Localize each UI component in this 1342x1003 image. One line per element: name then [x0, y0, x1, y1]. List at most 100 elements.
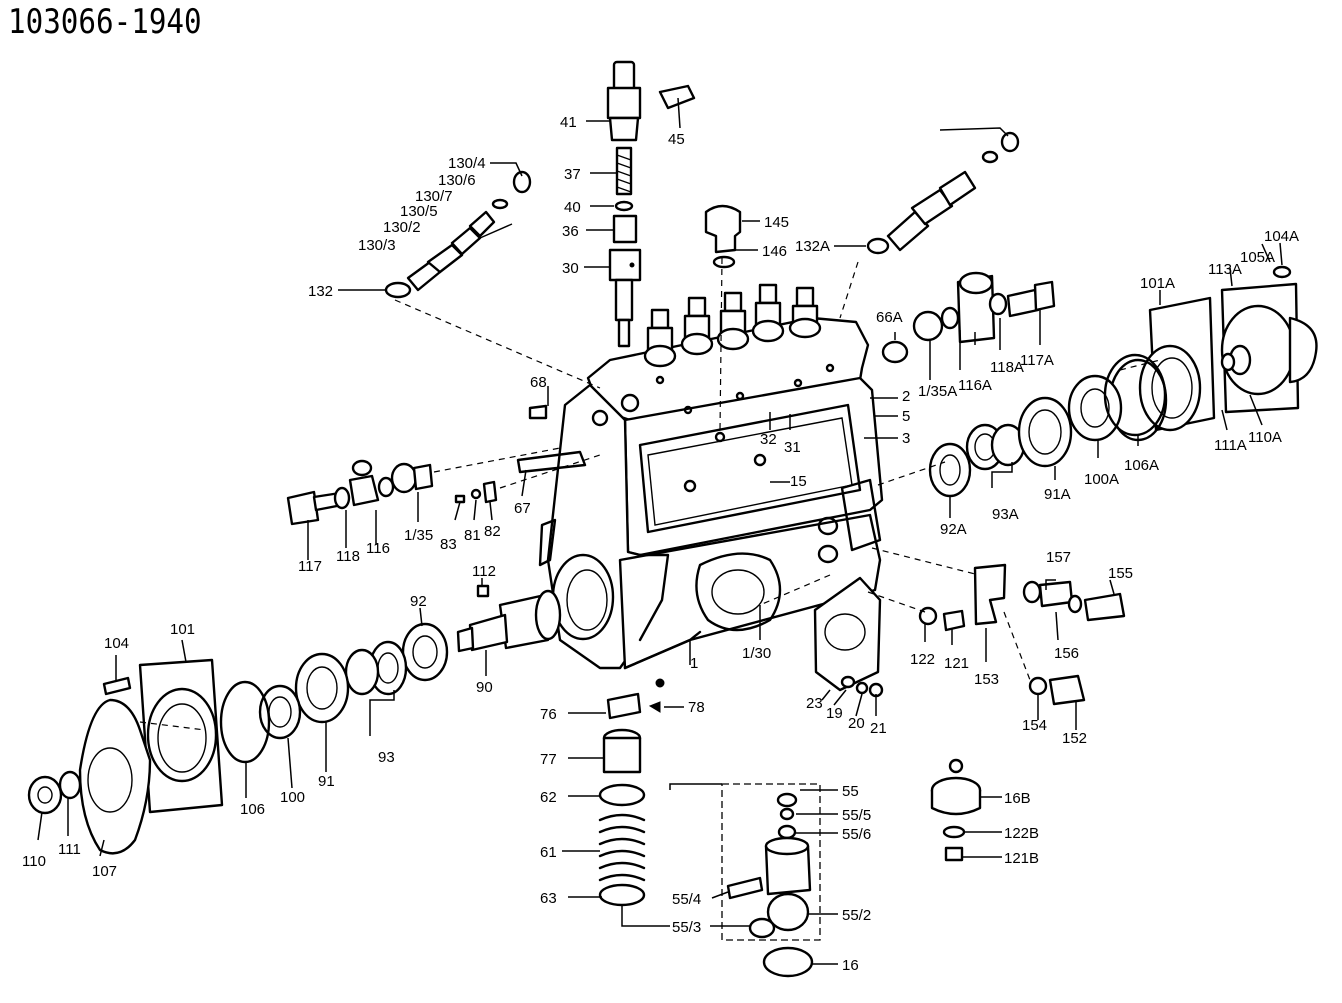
label-106a: 106A — [1124, 457, 1159, 474]
label-154: 154 — [1022, 717, 1047, 734]
label-101: 101 — [170, 621, 195, 638]
label-62: 62 — [540, 789, 557, 806]
pump-housing — [516, 316, 884, 688]
label-1-35a: 1/35A — [918, 383, 957, 400]
label-1-30: 1/30 — [742, 645, 771, 662]
callout-labels: 41 45 37 40 36 30 145 146 130/4 130/6 13… — [22, 114, 1299, 974]
label-1-35: 1/35 — [404, 527, 433, 544]
label-155: 155 — [1108, 565, 1133, 582]
label-55-5: 55/5 — [842, 807, 871, 824]
label-107: 107 — [92, 863, 117, 880]
label-110a: 110A — [1248, 429, 1282, 446]
label-145: 145 — [764, 214, 789, 231]
label-116: 116 — [366, 540, 390, 557]
label-146: 146 — [762, 243, 787, 260]
label-117: 117 — [298, 558, 322, 575]
label-132a: 132A — [795, 238, 830, 255]
label-106: 106 — [240, 801, 265, 818]
label-157: 157 — [1046, 549, 1071, 566]
label-16b: 16B — [1004, 790, 1031, 807]
dashed-assembly — [721, 783, 821, 978]
right-fittings — [881, 271, 1056, 364]
label-100: 100 — [280, 789, 305, 806]
label-104a: 104A — [1264, 228, 1299, 245]
label-20: 20 — [848, 715, 865, 732]
label-31: 31 — [784, 439, 801, 456]
fitting-right-top — [866, 131, 1020, 255]
label-76: 76 — [540, 706, 557, 723]
label-91a: 91A — [1044, 486, 1071, 503]
label-110: 110 — [22, 853, 46, 870]
label-153: 153 — [974, 671, 999, 688]
label-93: 93 — [378, 749, 395, 766]
bracket-parts — [918, 563, 1126, 706]
label-23: 23 — [806, 695, 823, 712]
fitting-left-top — [384, 170, 532, 299]
label-130-6-left: 130/6 — [438, 172, 476, 189]
label-45: 45 — [668, 131, 685, 148]
label-91: 91 — [318, 773, 335, 790]
label-32: 32 — [760, 431, 777, 448]
label-19: 19 — [826, 705, 843, 722]
label-81: 81 — [464, 527, 481, 544]
label-82: 82 — [484, 523, 501, 540]
label-55-4: 55/4 — [672, 891, 701, 908]
label-67: 67 — [514, 500, 531, 517]
label-132: 132 — [308, 283, 333, 300]
label-93a: 93A — [992, 506, 1019, 523]
label-111a: 111A — [1214, 437, 1247, 454]
label-92a: 92A — [940, 521, 967, 538]
label-105a: 105A — [1240, 249, 1275, 266]
label-118a: 118A — [990, 359, 1024, 376]
label-152: 152 — [1062, 730, 1087, 747]
label-78: 78 — [688, 699, 705, 716]
plug-145 — [704, 204, 742, 269]
label-90: 90 — [476, 679, 493, 696]
left-fittings — [286, 404, 548, 526]
label-63: 63 — [540, 890, 557, 907]
label-66a: 66A — [876, 309, 903, 326]
label-61: 61 — [540, 844, 557, 861]
label-100a: 100A — [1084, 471, 1119, 488]
label-83: 83 — [440, 536, 457, 553]
label-55-2: 55/2 — [842, 907, 871, 924]
label-55-3: 55/3 — [672, 919, 701, 936]
label-15: 15 — [790, 473, 807, 490]
label-41: 41 — [560, 114, 577, 131]
governor-plate — [813, 576, 884, 698]
label-55: 55 — [842, 783, 859, 800]
label-156: 156 — [1054, 645, 1079, 662]
cap-16b-group — [930, 758, 982, 862]
label-104: 104 — [104, 635, 129, 652]
label-130-4-left: 130/4 — [448, 155, 486, 172]
label-117a: 117A — [1020, 352, 1054, 369]
label-118: 118 — [336, 548, 360, 565]
label-77: 77 — [540, 751, 557, 768]
label-40: 40 — [564, 199, 581, 216]
delivery-valve-column — [606, 60, 696, 348]
label-130-3-left: 130/3 — [358, 237, 396, 254]
right-drive-end — [1108, 265, 1318, 442]
leader-lines — [37, 97, 1283, 965]
label-122b: 122B — [1004, 825, 1039, 842]
label-55-6: 55/6 — [842, 826, 871, 843]
label-1: 1 — [690, 655, 698, 672]
label-37: 37 — [564, 166, 581, 183]
label-30: 30 — [562, 260, 579, 277]
label-68: 68 — [530, 374, 547, 391]
label-130-2-left: 130/2 — [383, 219, 421, 236]
label-121b: 121B — [1004, 850, 1039, 867]
label-101a: 101A — [1140, 275, 1175, 292]
left-drive-end — [27, 584, 562, 855]
label-36: 36 — [562, 223, 579, 240]
label-5: 5 — [902, 408, 910, 425]
label-21: 21 — [870, 720, 887, 737]
diagram-title: 103066-1940 — [8, 2, 202, 42]
label-122: 122 — [910, 651, 935, 668]
label-121: 121 — [944, 655, 969, 672]
label-130-5-left: 130/5 — [400, 203, 438, 220]
delivery-valve-holders — [643, 283, 822, 368]
label-112: 112 — [472, 563, 496, 580]
governor-stack — [598, 692, 661, 907]
